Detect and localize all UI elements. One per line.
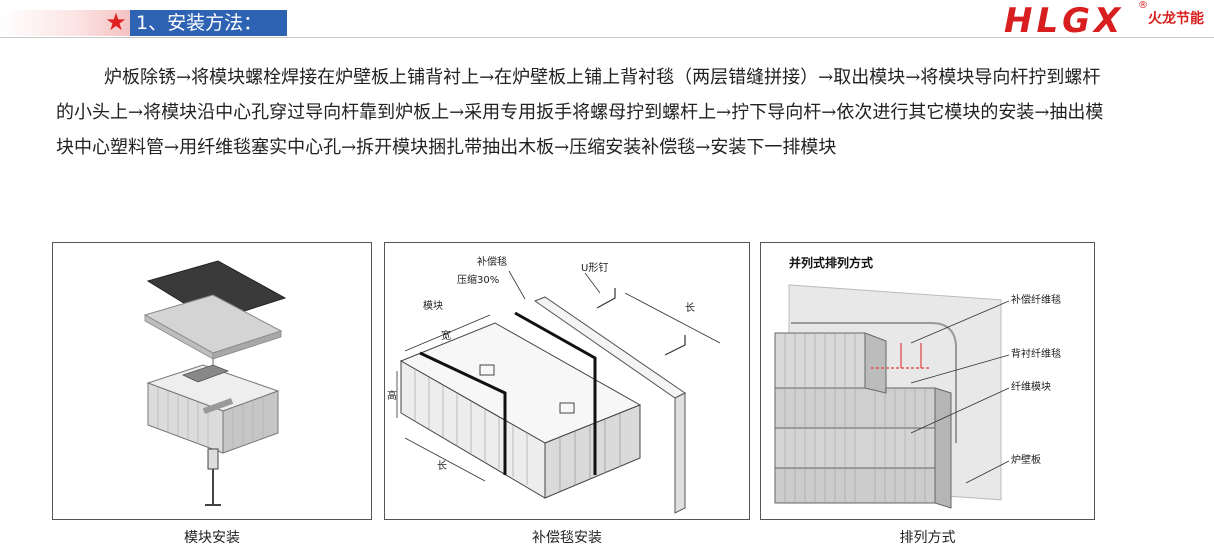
caption-blanket-install: 补偿毯安装	[532, 530, 602, 546]
blanket-install-illustration: 补偿毯 压缩30% U形钉 模块 宽 高 长 长	[387, 255, 721, 514]
label-wall-plate: 炉壁板	[1011, 453, 1041, 466]
section-title: 1、安装方法：	[130, 10, 287, 36]
header-divider	[0, 37, 1214, 38]
label-module: 模块	[423, 300, 443, 312]
label-compress: 压缩30%	[457, 273, 499, 286]
installation-steps-paragraph: 炉板除锈→将模块螺栓焊接在炉壁板上铺背衬上→在炉壁板上铺上背衬毯（两层错缝拼接）…	[56, 67, 1104, 158]
label-height: 高	[387, 389, 397, 402]
label-u-nail: U形钉	[581, 262, 608, 274]
header-accent-band	[0, 10, 130, 36]
caption-module-install: 模块安装	[184, 530, 240, 546]
arrangement-title: 并列式排列方式	[789, 255, 873, 270]
label-width: 宽	[441, 329, 451, 342]
label-blanket: 补偿毯	[477, 255, 507, 268]
logo-chinese-name: 火龙节能	[1148, 11, 1204, 27]
brand-logo: HLGX ® 火龙节能	[1004, 0, 1210, 41]
label-back-blanket: 背衬纤维毯	[1011, 347, 1061, 360]
arrangement-illustration: 并列式排列方式	[774, 255, 1061, 509]
label-comp-blanket: 补偿纤维毯	[1011, 293, 1061, 306]
label-length-back: 长	[685, 302, 695, 314]
star-icon: ★	[105, 8, 127, 36]
label-fiber-module: 纤维模块	[1011, 380, 1051, 393]
panel-arrangement: 并列式排列方式	[760, 242, 1095, 520]
label-length-front: 长	[437, 460, 447, 472]
panel-module-install	[52, 242, 372, 520]
logo-wordmark: HLGX	[1004, 1, 1125, 41]
module-install-illustration	[143, 260, 287, 506]
caption-arrangement: 排列方式	[899, 530, 956, 546]
panel-blanket-install: 补偿毯 压缩30% U形钉 模块 宽 高 长 长	[384, 242, 750, 520]
logo-registered-mark: ®	[1138, 0, 1148, 11]
